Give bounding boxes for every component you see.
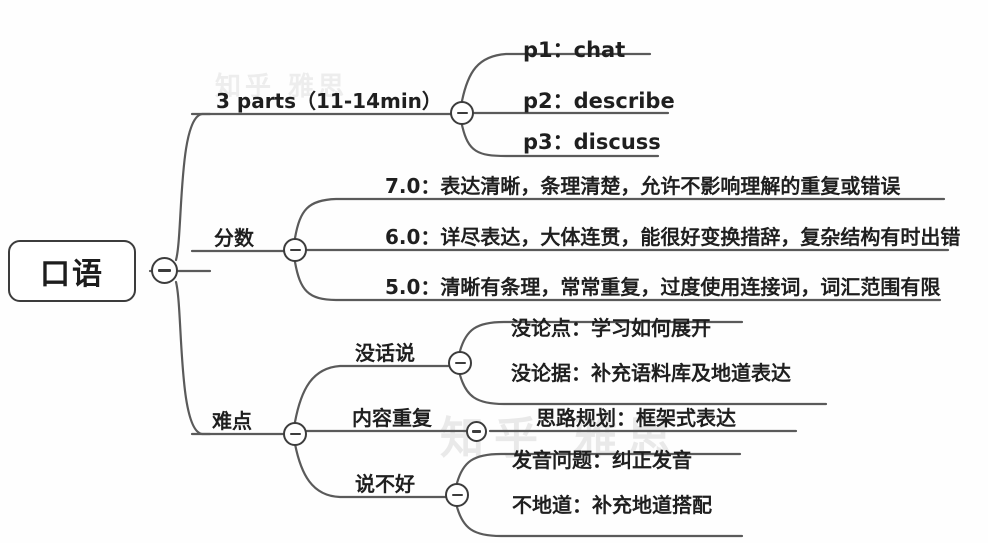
no-idea-toggle-minus-circle-icon[interactable] (448, 351, 472, 375)
leaf-no-evidence[interactable]: 没论据：补充语料库及地道表达 (511, 361, 791, 385)
leaf-score-70[interactable]: 7.0：表达清晰，条理清楚，允许不影响理解的重复或错误 (385, 174, 901, 198)
poor-speech-toggle-minus-circle-icon[interactable] (445, 483, 469, 507)
root-node[interactable]: 口语 (8, 240, 136, 302)
leaf-p1[interactable]: p1：chat (523, 38, 626, 62)
leaf-not-idiomatic[interactable]: 不地道：补充地道搭配 (512, 493, 712, 517)
minus-glyph (289, 248, 301, 252)
score-toggle-minus-circle-icon[interactable] (283, 238, 307, 262)
sub-label-poor-speech[interactable]: 说不好 (355, 472, 415, 496)
leaf-p2[interactable]: p2：describe (523, 89, 675, 113)
leaf-score-60[interactable]: 6.0：详尽表达，大体连贯，能很好变换措辞，复杂结构有时出错 (385, 225, 961, 249)
minus-glyph (454, 361, 466, 365)
branch-label-difficulty[interactable]: 难点 (212, 409, 252, 433)
minus-glyph (451, 493, 463, 497)
minus-glyph (471, 430, 482, 433)
leaf-p3[interactable]: p3：discuss (523, 130, 661, 154)
repetition-toggle-minus-circle-icon[interactable] (466, 421, 487, 442)
parts-toggle-minus-circle-icon[interactable] (450, 101, 474, 125)
minus-glyph (456, 111, 468, 115)
root-toggle-minus-circle-icon[interactable] (151, 257, 178, 284)
sub-label-no-idea[interactable]: 没话说 (355, 341, 415, 365)
branch-label-score[interactable]: 分数 (214, 226, 254, 250)
minus-glyph (158, 269, 171, 272)
leaf-outline-planning[interactable]: 思路规划：框架式表达 (536, 406, 736, 430)
root-node-label: 口语 (40, 257, 104, 292)
difficulty-toggle-minus-circle-icon[interactable] (283, 422, 307, 446)
sub-label-repetition[interactable]: 内容重复 (352, 406, 432, 430)
branch-label-parts[interactable]: 3 parts（11-14min） (216, 89, 442, 113)
leaf-score-50[interactable]: 5.0：清晰有条理，常常重复，过度使用连接词，词汇范围有限 (385, 275, 941, 299)
leaf-pronunciation[interactable]: 发音问题：纠正发音 (512, 448, 692, 472)
leaf-no-argument[interactable]: 没论点：学习如何展开 (511, 316, 711, 340)
minus-glyph (289, 432, 301, 436)
